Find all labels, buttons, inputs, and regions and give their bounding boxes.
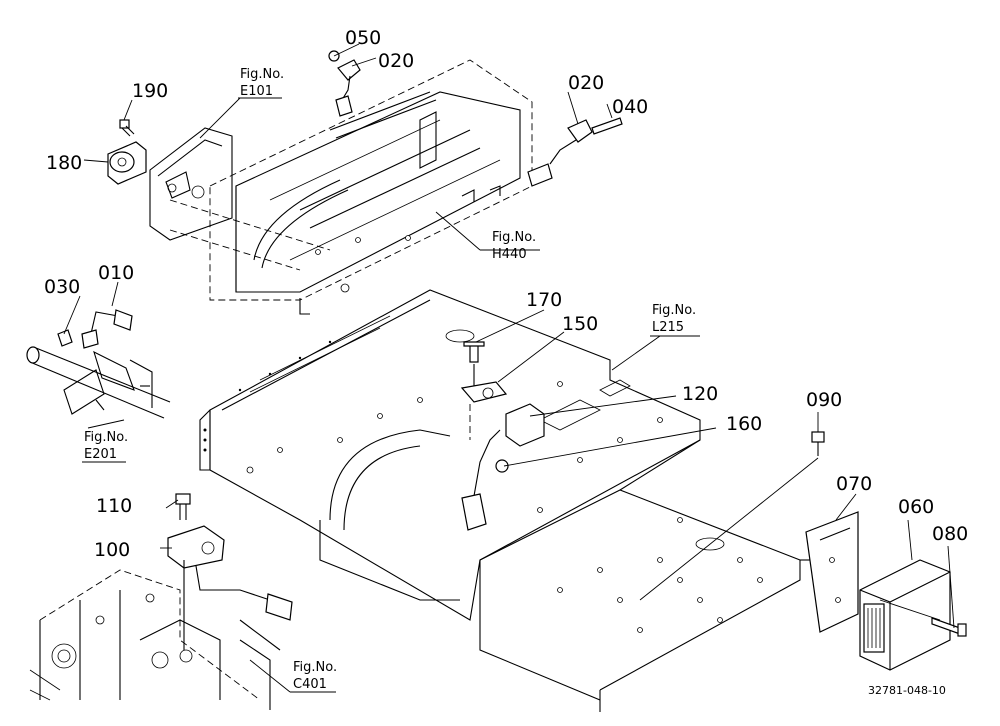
part-020-sensor-right <box>527 117 623 187</box>
c401-housing <box>29 569 281 710</box>
label-170: 170 <box>526 289 562 311</box>
label-190: 190 <box>132 80 168 102</box>
ecu-assembly <box>639 431 967 671</box>
fig-l215-number: L215 <box>652 320 684 335</box>
part-180-switch <box>107 141 147 185</box>
fig-h440-caption: Fig.No. <box>492 230 536 245</box>
part-labels: 050 020 020 040 190 180 010 030 170 150 … <box>44 27 968 561</box>
label-120: 120 <box>682 383 718 405</box>
fig-e201-caption: Fig.No. <box>84 430 128 445</box>
label-030: 030 <box>44 276 80 298</box>
label-040: 040 <box>612 96 648 118</box>
fig-c401-number: C401 <box>293 677 327 692</box>
label-110: 110 <box>96 495 132 517</box>
label-010: 010 <box>98 262 134 284</box>
fig-e101-caption: Fig.No. <box>240 67 284 82</box>
label-090: 090 <box>806 389 842 411</box>
fig-c401-caption: Fig.No. <box>293 660 337 675</box>
label-100: 100 <box>94 539 130 561</box>
label-050: 050 <box>345 27 381 49</box>
upper-panel-outline <box>209 59 533 315</box>
label-180: 180 <box>46 152 82 174</box>
leader-lines <box>63 43 955 693</box>
fig-h440-number: H440 <box>492 247 527 262</box>
label-070: 070 <box>836 473 872 495</box>
figure-references: Fig.No. E101 Fig.No. H440 Fig.No. E201 F… <box>82 67 696 693</box>
part-100-sensor <box>167 493 293 660</box>
e101-bracket <box>149 127 331 271</box>
label-150: 150 <box>562 313 598 335</box>
label-160: 160 <box>726 413 762 435</box>
part-190-screw <box>119 119 135 137</box>
part-020-sensor-top <box>328 50 361 117</box>
sensor-assembly-120 <box>460 341 545 531</box>
label-020-top: 020 <box>378 50 414 72</box>
label-060: 060 <box>898 496 934 518</box>
fig-e101-number: E101 <box>240 84 273 99</box>
main-floor-panel <box>199 289 810 712</box>
label-020-right: 020 <box>568 72 604 94</box>
fig-e201-number: E201 <box>84 447 117 462</box>
fig-l215-caption: Fig.No. <box>652 303 696 318</box>
label-080: 080 <box>932 523 968 545</box>
drawing-code: 32781-048-10 <box>868 684 946 697</box>
e201-shaft-assembly <box>26 309 171 419</box>
